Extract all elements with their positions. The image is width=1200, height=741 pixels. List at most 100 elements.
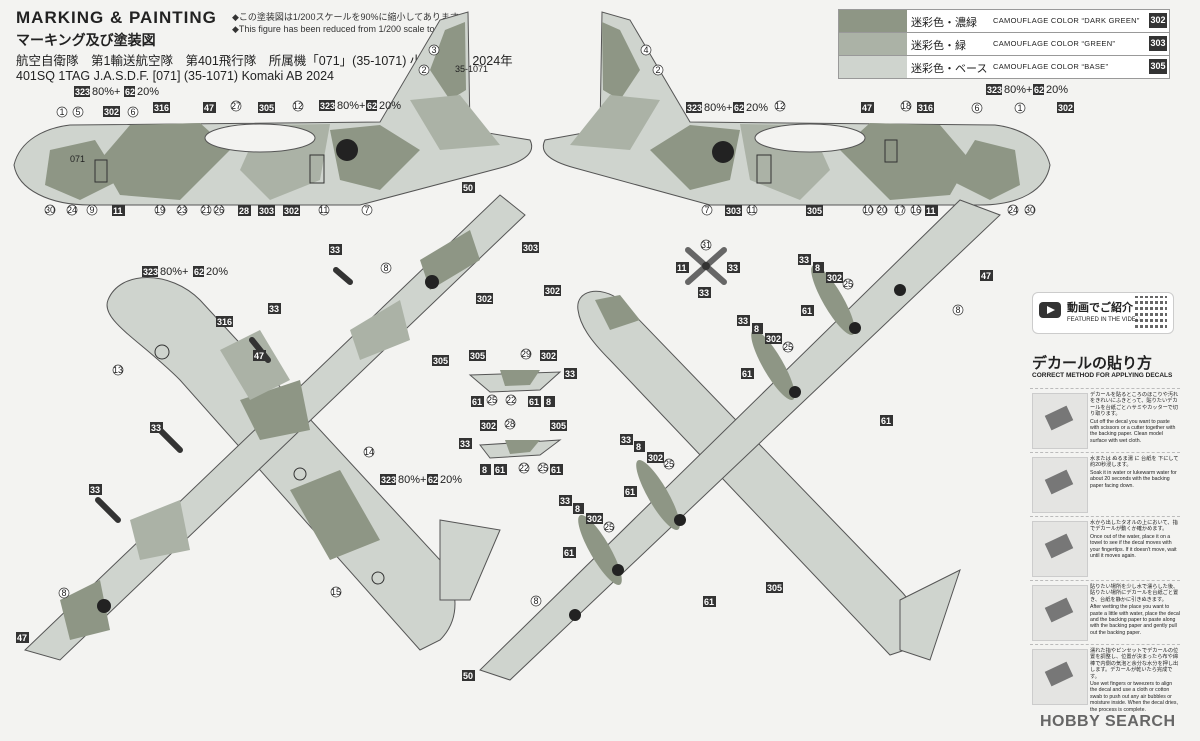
- decal-step-4: 貼りたい場所を少し水で濡らした後、貼りたい場所にデカールを台紙ごと置き、台紙を静…: [1030, 580, 1180, 645]
- code-303-top: 303: [522, 242, 539, 253]
- legend-swatch: [839, 56, 907, 78]
- code-305-top: 305: [432, 355, 449, 366]
- legend-jp: 迷彩色・濃緑: [911, 17, 977, 29]
- svg-text:13: 13: [113, 365, 123, 375]
- svg-text:11: 11: [926, 206, 936, 216]
- mix-pct-a: 80%+: [398, 474, 426, 486]
- svg-text:8: 8: [754, 324, 759, 334]
- mix-code-a: 323: [687, 103, 702, 113]
- code-33-top-d: 33: [89, 484, 102, 495]
- svg-text:303: 303: [726, 206, 741, 216]
- svg-text:25: 25: [604, 522, 614, 532]
- legend-en: CAMOUFLAGE COLOR “BASE”: [993, 62, 1109, 71]
- svg-text:25: 25: [783, 342, 793, 352]
- code-33-bottom-c: 33: [620, 434, 633, 445]
- mix-code-b: 62: [367, 101, 377, 111]
- legend-jp: 迷彩色・緑: [911, 40, 966, 52]
- video-label-jp: 動画でご紹介: [1067, 302, 1133, 314]
- svg-text:11: 11: [113, 206, 123, 216]
- svg-text:16: 16: [911, 205, 921, 215]
- code-33-bottom-a: 33: [798, 254, 811, 265]
- svg-text:30: 30: [45, 205, 55, 215]
- code-61-bottom-f: 61: [563, 547, 576, 558]
- svg-text:303: 303: [523, 243, 538, 253]
- legend-swatch: [839, 33, 907, 55]
- step-text-jp: 濡れた指やピンセットでデカールの位置を調整し、位置が決まったら布や綿棒で内側の気…: [1090, 648, 1179, 680]
- svg-text:8: 8: [546, 397, 551, 407]
- svg-text:316: 316: [217, 317, 232, 327]
- mix-code-a: 323: [987, 85, 1002, 95]
- play-icon: [1039, 302, 1061, 318]
- mix-pct-b: 20%: [440, 474, 462, 486]
- legend-swatch: [839, 10, 907, 32]
- svg-text:61: 61: [564, 548, 574, 558]
- svg-text:61: 61: [742, 369, 752, 379]
- svg-text:316: 316: [918, 103, 933, 113]
- svg-text:305: 305: [470, 351, 485, 361]
- svg-text:8: 8: [534, 596, 539, 606]
- svg-text:31: 31: [701, 240, 711, 250]
- mix-code-a: 323: [381, 475, 396, 485]
- step-text-jp: デカールを貼るところのほこりや汚れをきれいにふきとって、貼りたいデカールを台紙ご…: [1090, 392, 1179, 418]
- svg-text:61: 61: [472, 397, 482, 407]
- mix-pct-a: 80%+: [337, 100, 365, 112]
- mix-code-a: 323: [75, 87, 90, 97]
- scale-note-en: ◆This figure has been reduced from 1/200…: [232, 24, 458, 34]
- svg-text:302: 302: [587, 514, 602, 524]
- step-text-en: After wetting the place you want to past…: [1090, 604, 1180, 636]
- code-61-bottom-d: 61: [741, 368, 754, 379]
- svg-text:27: 27: [231, 101, 241, 111]
- svg-text:61: 61: [881, 416, 891, 426]
- svg-text:25: 25: [538, 463, 548, 473]
- svg-text:29: 29: [521, 349, 531, 359]
- svg-text:7: 7: [365, 205, 370, 215]
- svg-text:61: 61: [495, 465, 505, 475]
- code-61-bottom-c: 61: [801, 305, 814, 316]
- code-302-right: 302: [1057, 102, 1074, 113]
- qr-code-icon[interactable]: [1135, 296, 1167, 328]
- code-47-right: 47: [861, 102, 874, 113]
- svg-text:12: 12: [293, 101, 303, 111]
- step-text-jp: 水または ぬるま湯 に 台紙を 下にして約20秒浸します。: [1090, 456, 1179, 469]
- svg-text:302: 302: [541, 351, 556, 361]
- code-302-bottom-e: 302: [586, 513, 603, 524]
- code-8-pod: 8: [544, 396, 555, 407]
- code-303-side: 303: [258, 205, 275, 216]
- legend-row-green: 迷彩色・緑 CAMOUFLAGE COLOR “GREEN” 303: [839, 33, 1169, 56]
- svg-text:302: 302: [477, 294, 492, 304]
- code-302-pod-b: 302: [480, 420, 497, 431]
- svg-text:2: 2: [656, 65, 661, 75]
- svg-text:47: 47: [17, 633, 27, 643]
- svg-text:33: 33: [151, 423, 161, 433]
- svg-text:316: 316: [154, 103, 169, 113]
- svg-text:61: 61: [551, 465, 561, 475]
- step-text-en: Soak it in water or lukewarm water for a…: [1090, 469, 1177, 489]
- svg-text:33: 33: [330, 245, 340, 255]
- mix-code-b: 62: [428, 475, 438, 485]
- code-47-top: 47: [253, 350, 266, 361]
- legend-code: 303: [1149, 36, 1167, 51]
- code-61-bottom-b: 61: [703, 596, 716, 607]
- svg-text:47: 47: [204, 103, 214, 113]
- svg-text:21: 21: [201, 205, 211, 215]
- svg-text:302: 302: [284, 206, 299, 216]
- mix-pct-b: 20%: [1046, 84, 1068, 96]
- watermark: HOBBY SEARCH: [1040, 713, 1176, 730]
- mix-label-left-side: 323 80%+ 62 20%: [74, 86, 159, 98]
- svg-text:5: 5: [76, 107, 81, 117]
- svg-text:33: 33: [565, 369, 575, 379]
- svg-text:2: 2: [422, 65, 427, 75]
- code-61-pod-c: 61: [494, 464, 507, 475]
- svg-text:61: 61: [704, 597, 714, 607]
- svg-text:302: 302: [104, 107, 119, 117]
- svg-text:33: 33: [728, 263, 738, 273]
- code-33-prop-b: 33: [698, 287, 711, 298]
- svg-text:20: 20: [877, 205, 887, 215]
- svg-text:302: 302: [766, 334, 781, 344]
- mix-pct-b: 20%: [206, 266, 228, 278]
- video-banner[interactable]: 動画でご紹介 FEATURED IN THE VIDEO: [1032, 292, 1174, 334]
- step-text-jp: 水から出したタオルの上において、指でデカールが動くか確かめます。: [1090, 520, 1178, 533]
- svg-text:22: 22: [519, 463, 529, 473]
- svg-text:305: 305: [259, 103, 274, 113]
- mix-code-b: 62: [1034, 85, 1044, 95]
